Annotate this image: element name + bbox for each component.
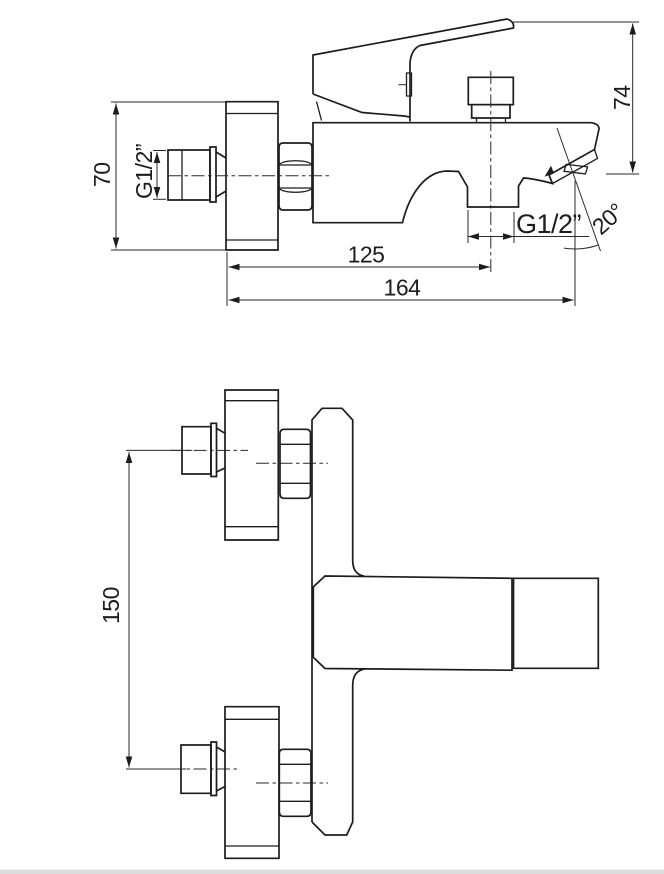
- dim-label-inlet-spacing: 150: [98, 587, 124, 624]
- front-view: 150: [98, 389, 600, 860]
- connector-taper: [216, 746, 226, 753]
- lever-handle: [312, 18, 515, 122]
- dim-label-wall-thread: G1/2”: [131, 144, 157, 199]
- body-column: [311, 407, 365, 836]
- angle-arc: [563, 244, 599, 250]
- body-outline: [312, 121, 600, 224]
- aerator: [563, 163, 589, 175]
- outlet-flange: [470, 103, 511, 119]
- dim-total-projection: 164: [228, 181, 576, 306]
- dim-inlet-spacing: 150: [98, 449, 192, 770]
- shower-outlet-connector: [467, 71, 515, 272]
- dim-wall-to-outlet: 125: [226, 242, 490, 306]
- side-view: 70 G1/2”: [89, 18, 639, 306]
- connection-nut: [278, 142, 313, 211]
- dim-label-125: 125: [348, 242, 385, 268]
- connector-body: [167, 149, 211, 201]
- connector-flange: [210, 741, 218, 797]
- outlet-neck: [475, 118, 507, 123]
- dim-plate-diameter: 70: [89, 101, 226, 251]
- dim-height: 74: [512, 21, 639, 175]
- nut-front: [279, 428, 312, 500]
- wall-plate: [225, 100, 279, 251]
- angle-reference-line: [556, 127, 601, 252]
- spout-body: [312, 575, 513, 672]
- plate-outline: [225, 100, 279, 251]
- wall-plate-front: [224, 389, 280, 541]
- nut-outline: [278, 142, 313, 211]
- nut-chamfer-arc: [278, 160, 313, 166]
- spout-end-cap: [512, 577, 600, 670]
- connector-taper: [216, 427, 226, 435]
- top-mount: [170, 389, 328, 541]
- nut-chamfer-arc: [278, 187, 313, 193]
- handle-lip: [315, 101, 323, 121]
- bottom-mount: [170, 705, 328, 860]
- wall-plate-front: [224, 705, 280, 860]
- nut-front: [278, 748, 312, 818]
- dim-label-outlet-thread: G1/2”: [516, 209, 581, 239]
- handle-button: [405, 72, 413, 97]
- handle-skirt: [312, 93, 411, 118]
- column-outline: [311, 407, 365, 822]
- handle-outline: [312, 18, 515, 122]
- dim-label-height: 74: [609, 85, 635, 110]
- flow-arrow-icon: [544, 165, 554, 177]
- mixer-body: [312, 121, 600, 224]
- wall-connector: G1/2”: [131, 144, 332, 203]
- connector-flange: [210, 422, 218, 478]
- spout-front: [312, 575, 600, 672]
- connector-taper: [215, 190, 227, 198]
- connector-taper: [216, 467, 226, 473]
- dim-label-plate-diameter: 70: [89, 162, 115, 187]
- connector-taper: [215, 151, 227, 159]
- connector-flange: [209, 146, 217, 203]
- dim-label-angle: 20°: [587, 198, 629, 240]
- outlet-block: [467, 76, 515, 106]
- connector-taper: [216, 785, 226, 792]
- dim-label-164: 164: [384, 275, 422, 301]
- column-outline: [311, 668, 365, 836]
- page-edge: [0, 869, 664, 874]
- dim-outlet-thread: G1/2”: [467, 209, 589, 243]
- spout-cut-face: [552, 149, 599, 185]
